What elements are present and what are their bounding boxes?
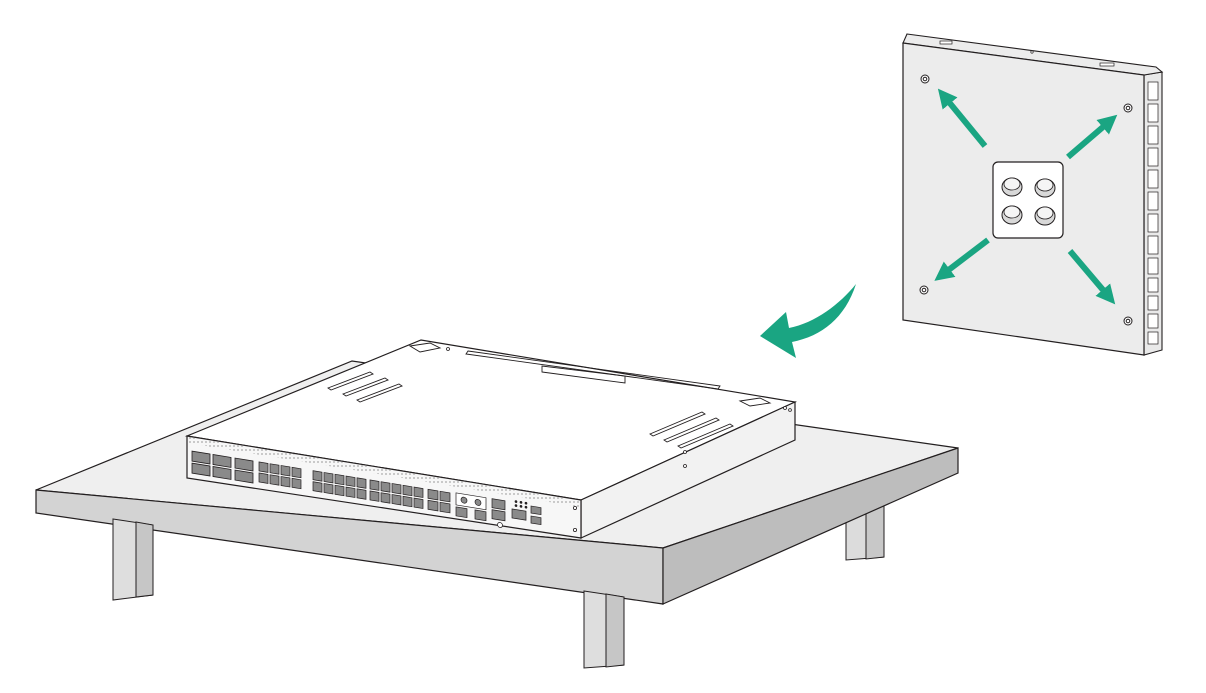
switch-bottom-view xyxy=(902,33,1164,356)
bottom-view-top-details xyxy=(939,40,1115,67)
table-leg-front-left xyxy=(112,518,154,601)
bottom-view-mount-holes xyxy=(919,74,1133,326)
bottom-view-top-strip xyxy=(902,33,1164,76)
spread-arrow-icon xyxy=(934,88,1118,305)
bottom-view-side-ports xyxy=(1147,81,1159,345)
rubber-foot xyxy=(1001,177,1023,197)
switch-top-screws xyxy=(446,347,787,468)
port-group-1 xyxy=(191,450,254,484)
port-group-management xyxy=(455,492,542,528)
switch-port-area xyxy=(191,450,542,528)
port-group-2 xyxy=(258,461,302,490)
port-group-5 xyxy=(427,488,451,514)
network-switch xyxy=(184,339,798,539)
switch-front-vent-strip xyxy=(188,437,580,507)
curved-arrow-icon xyxy=(760,284,856,358)
rubber-foot xyxy=(1034,206,1056,226)
switch-front-screws xyxy=(573,408,792,533)
switch-top-vents xyxy=(327,342,772,449)
port-group-4 xyxy=(369,479,424,509)
table-right-edge xyxy=(662,447,959,605)
port-group-3 xyxy=(312,470,367,500)
rubber-feet-sheet xyxy=(992,161,1064,239)
table-leg-front-mid xyxy=(583,590,625,669)
rubber-foot xyxy=(1034,178,1056,198)
rubber-foot xyxy=(1001,205,1023,225)
